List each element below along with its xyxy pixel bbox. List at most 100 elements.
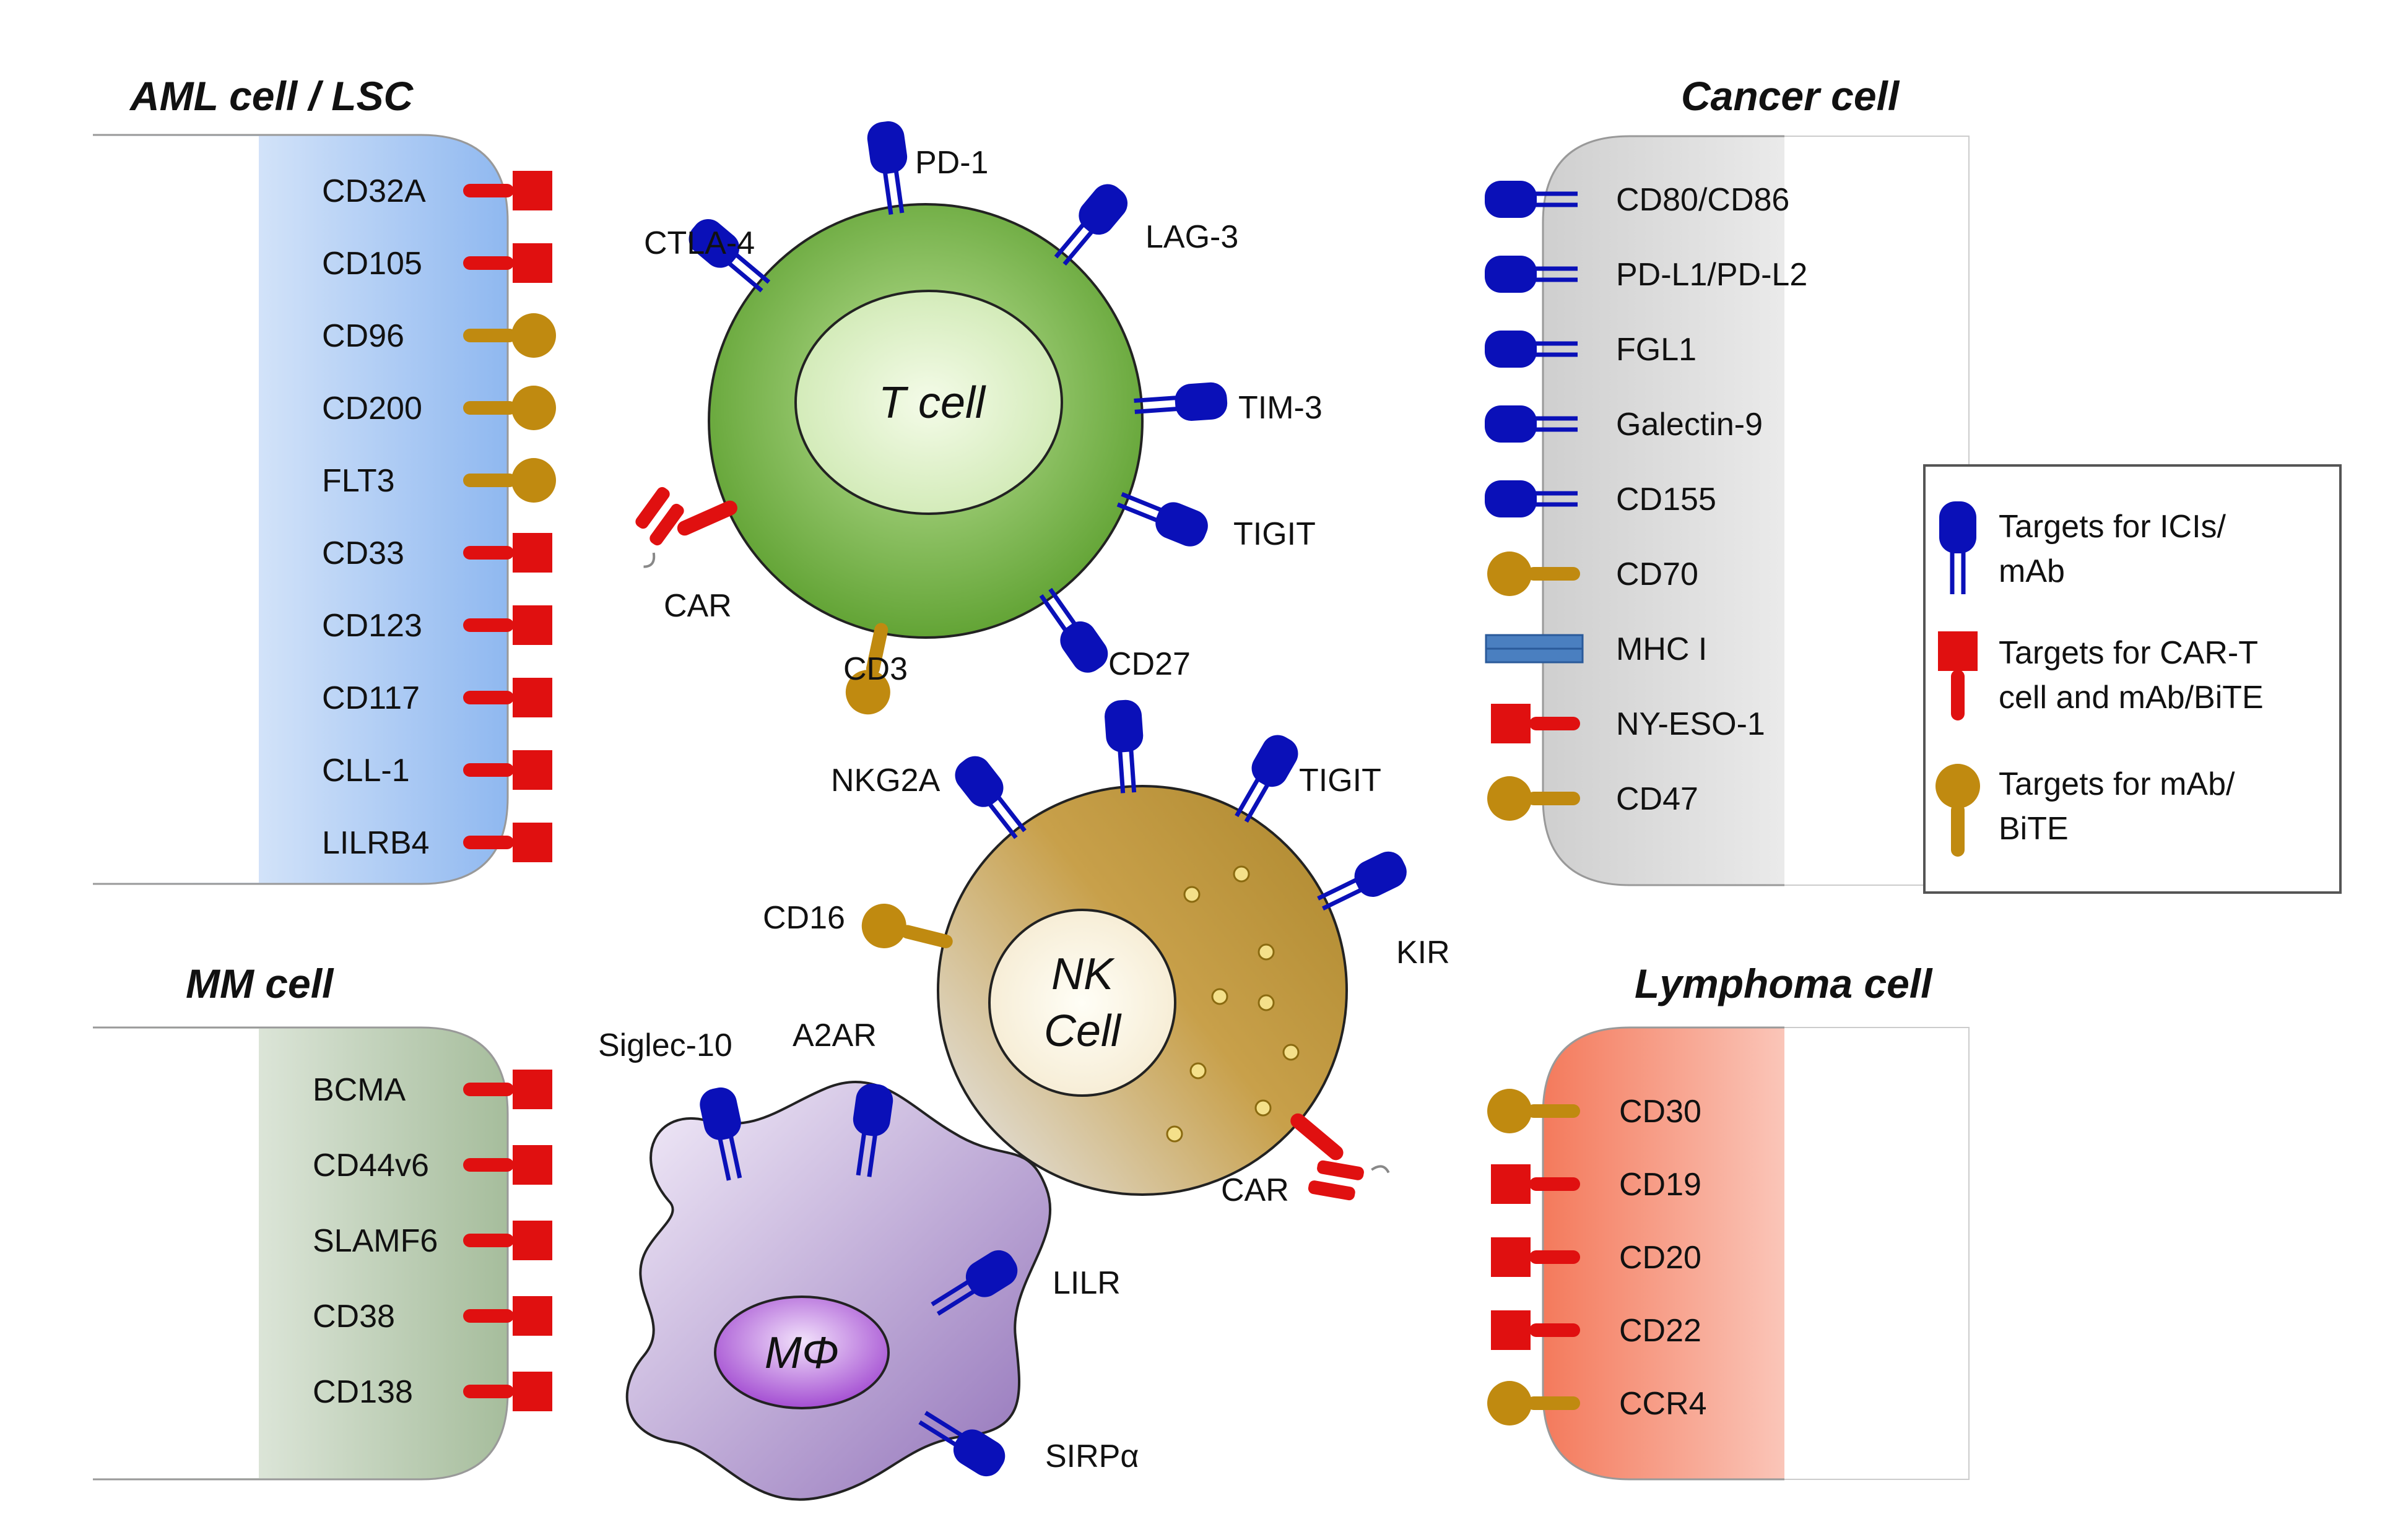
nk-cell: NK Cell NKG2A TIGIT KIR CD16 CAR: [763, 699, 1450, 1208]
marker-label-cd117: CD117: [322, 680, 420, 716]
marker-label-cd44v6: CD44v6: [313, 1148, 429, 1183]
macrophage: MΦ Siglec-10 A2AR LILR SIRPα: [598, 1018, 1139, 1501]
marker-lilrb4-icon: [463, 823, 552, 862]
marker-label-cd155: CD155: [1616, 482, 1716, 517]
sirpa-receptor-icon: [918, 1411, 1006, 1477]
nkg2a-receptor-icon: [955, 756, 1027, 839]
mac-label-lilr: LILR: [1053, 1265, 1121, 1301]
granule-dot: [1233, 865, 1250, 883]
marker-cd30-icon: [1487, 1089, 1580, 1133]
marker-cd33-icon: [463, 533, 552, 573]
cancer-panel: Cancer cell CD80/CD86PD-L1/PD-L2FGL1Gale…: [1485, 73, 1970, 886]
marker-cd20-icon: [1491, 1237, 1580, 1277]
aml-panel: AML cell / LSC CD32ACD105CD96CD200FLT3CD…: [92, 73, 556, 885]
marker-label-cd33: CD33: [322, 535, 404, 571]
ctla4-receptor-icon: [689, 218, 771, 293]
marker-label-cd38: CD38: [313, 1299, 395, 1335]
marker-label-cd22: CD22: [1619, 1313, 1701, 1349]
nk-label-nkg2a: NKG2A: [831, 763, 941, 798]
legend-car-icon: [1938, 631, 1978, 720]
t-label-tigit: TIGIT: [1233, 516, 1316, 552]
mm-panel-title: MM cell: [186, 961, 334, 1006]
marker-mhc-i-icon: [1485, 634, 1584, 664]
cancer-marker-list: CD80/CD86PD-L1/PD-L2FGL1Galectin-9CD155C…: [1485, 181, 1807, 821]
car-receptor-icon: [635, 487, 737, 568]
siglec10-receptor-icon: [700, 1087, 742, 1181]
a2ar-receptor-icon: [853, 1083, 893, 1177]
marker-label-slamf6: SLAMF6: [313, 1223, 438, 1259]
marker-cd117-icon: [463, 678, 552, 717]
aml-panel-title: AML cell / LSC: [129, 73, 414, 119]
kir-receptor-icon: [1317, 851, 1407, 911]
marker-label-cd96: CD96: [322, 318, 404, 354]
aml-marker-list: CD32ACD105CD96CD200FLT3CD33CD123CD117CLL…: [322, 171, 556, 862]
lymphoma-panel-title: Lymphoma cell: [1635, 961, 1933, 1006]
legend-car-line1: Targets for CAR-T: [1999, 635, 2258, 671]
t-label-tim3: TIM-3: [1238, 390, 1323, 426]
marker-cd123-icon: [463, 605, 552, 645]
granule-dot: [1258, 943, 1275, 961]
marker-label-cd200: CD200: [322, 391, 422, 426]
marker-cd70-icon: [1487, 552, 1580, 596]
nk-label-tigit: TIGIT: [1299, 763, 1381, 798]
marker-label-cd123: CD123: [322, 608, 422, 644]
marker-label-fgl1: FGL1: [1616, 332, 1696, 368]
legend-mab-line2: BiTE: [1999, 811, 2069, 847]
marker-cd44v6-icon: [463, 1145, 552, 1185]
nk-label-car: CAR: [1221, 1172, 1289, 1208]
t-label-cd3: CD3: [843, 651, 908, 687]
t-label-cd27: CD27: [1108, 646, 1191, 682]
marker-bcma-icon: [463, 1070, 552, 1109]
nk-granules: [1166, 865, 1300, 1143]
granule-dot: [1189, 1062, 1207, 1079]
marker-label-ccr4: CCR4: [1619, 1386, 1707, 1422]
legend: Targets for ICIs/ mAb Targets for CAR-T …: [1923, 464, 2342, 894]
nk-car-receptor-icon: [1290, 1113, 1390, 1201]
granule-dot: [1258, 994, 1275, 1011]
marker-label-ny-eso-1: NY-ESO-1: [1616, 706, 1765, 742]
marker-pd-l1-pd-l2-icon: [1485, 256, 1578, 293]
marker-label-cd20: CD20: [1619, 1240, 1701, 1276]
marker-cd155-icon: [1485, 480, 1578, 517]
marker-label-cd30: CD30: [1619, 1094, 1701, 1130]
marker-label-bcma: BCMA: [313, 1072, 406, 1108]
nk-label-cd16: CD16: [763, 900, 845, 936]
legend-ici-icon: [1939, 501, 1976, 594]
nk-unlabeled-receptor-icon: [1105, 699, 1144, 794]
granule-dot: [1254, 1099, 1272, 1117]
granule-dot: [1282, 1044, 1300, 1061]
marker-cd96-icon: [463, 313, 556, 358]
t-cell-name: T cell: [879, 378, 986, 428]
marker-slamf6-icon: [463, 1221, 552, 1260]
cd3-receptor-icon: [845, 623, 890, 715]
marker-cd19-icon: [1491, 1164, 1580, 1204]
tigit-receptor-icon: [1116, 492, 1208, 547]
macrophage-receptors: [700, 1083, 1018, 1477]
marker-label-flt3: FLT3: [322, 463, 395, 499]
t-label-ctla4: CTLA-4: [644, 225, 755, 261]
marker-ny-eso-1-icon: [1491, 704, 1580, 743]
cd16-receptor-icon: [861, 903, 953, 948]
marker-label-pd-l1-pd-l2: PD-L1/PD-L2: [1616, 257, 1807, 293]
nk-cell-name-line2: Cell: [1044, 1006, 1122, 1056]
t-label-pd1: PD-1: [915, 145, 988, 181]
legend-ici-line1: Targets for ICIs/: [1999, 509, 2226, 545]
granule-dot: [1166, 1125, 1183, 1143]
marker-cd200-icon: [463, 386, 556, 430]
marker-cd38-icon: [463, 1296, 552, 1336]
marker-label-cd105: CD105: [322, 246, 422, 282]
nk-cell-name-line1: NK: [1051, 950, 1115, 999]
legend-mab-line1: Targets for mAb/: [1999, 766, 2235, 802]
marker-cll-1-icon: [463, 750, 552, 790]
mac-label-a2ar: A2AR: [793, 1018, 877, 1053]
marker-cd138-icon: [463, 1372, 552, 1411]
nk-tigit-receptor-icon: [1235, 735, 1298, 823]
lag3-receptor-icon: [1054, 184, 1128, 266]
nk-cell-receptors: [861, 699, 1407, 1201]
legend-car-line2: cell and mAb/BiTE: [1999, 680, 2264, 716]
marker-galectin-9-icon: [1485, 405, 1578, 443]
marker-label-galectin-9: Galectin-9: [1616, 407, 1763, 443]
